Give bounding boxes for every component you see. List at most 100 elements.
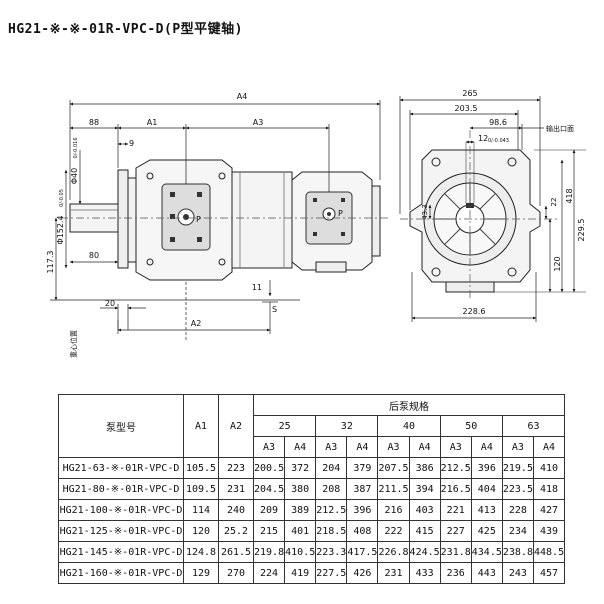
cell-value: 386 xyxy=(408,457,441,479)
header-size: 40 xyxy=(377,415,441,437)
side-view-labels: A4 88 A1 A3 9 Φ40 0/-0.016 Φ152.4 0/-0.0… xyxy=(46,92,343,358)
header-sub: A3 xyxy=(501,436,534,458)
cell-a2: 270 xyxy=(218,562,254,584)
cell-value: 236 xyxy=(439,562,472,584)
header-model: 泵型号 xyxy=(58,394,184,458)
table-size-row: 25 32 40 50 63 xyxy=(59,415,566,437)
cell-value: 226.8 xyxy=(377,541,410,563)
cell-model: HG21-100-※-01R-VPC-D xyxy=(58,499,184,521)
cell-value: 227.5 xyxy=(315,562,348,584)
dim-a2: A2 xyxy=(191,319,202,328)
cell-value: 433 xyxy=(408,562,441,584)
dim-265: 265 xyxy=(462,89,477,98)
dim-228-6: 228.6 xyxy=(463,307,486,316)
cell-value: 394 xyxy=(408,478,441,500)
header-sub: A4 xyxy=(346,436,379,458)
side-view xyxy=(50,100,390,340)
cell-a1: 120 xyxy=(183,520,219,542)
header-size: 50 xyxy=(439,415,503,437)
cell-value: 223.3 xyxy=(315,541,348,563)
cell-value: 425 xyxy=(470,520,503,542)
cell-value: 208 xyxy=(315,478,348,500)
cell-value: 216 xyxy=(377,499,410,521)
dim-418: 418 xyxy=(565,188,574,203)
cell-model: HG21-145-※-01R-VPC-D xyxy=(58,541,184,563)
dim-88: 88 xyxy=(89,118,99,127)
cell-a1: 129 xyxy=(183,562,219,584)
cell-value: 372 xyxy=(284,457,317,479)
cell-value: 215 xyxy=(252,520,286,542)
cell-value: 216.5 xyxy=(439,478,472,500)
cell-value: 448.5 xyxy=(532,541,566,563)
header-size: 32 xyxy=(315,415,379,437)
dim-shaft-dia: Φ40 xyxy=(70,168,79,184)
dim-117: 117.3 xyxy=(46,251,55,274)
cell-model: HG21-80-※-01R-VPC-D xyxy=(58,478,184,500)
cell-value: 211.5 xyxy=(377,478,410,500)
cell-value: 227 xyxy=(439,520,472,542)
header-size: 63 xyxy=(501,415,566,437)
cell-value: 396 xyxy=(470,457,503,479)
cell-value: 417.5 xyxy=(346,541,379,563)
dim-20: 20 xyxy=(105,299,115,308)
cell-model: HG21-160-※-01R-VPC-D xyxy=(58,562,184,584)
cell-value: 415 xyxy=(408,520,441,542)
middle-housing xyxy=(231,171,293,269)
cell-value: 410.5 xyxy=(284,541,317,563)
cell-value: 209 xyxy=(252,499,286,521)
dim-flange-dia-tol: 0/-0.05 xyxy=(59,189,65,207)
spec-table: 泵型号 A1 A2 后泵规格 25 32 40 50 63 A3 A4 A3 A… xyxy=(58,394,566,584)
drawing-title: HG21-※-※-01R-VPC-D(P型平键轴) xyxy=(8,22,243,37)
cell-value: 418 xyxy=(532,478,566,500)
dim-11: 11 xyxy=(252,283,262,292)
cell-value: 404 xyxy=(470,478,503,500)
cell-value: 403 xyxy=(408,499,441,521)
dim-43-3: 43.3 xyxy=(421,204,429,220)
cell-value: 231.8 xyxy=(439,541,472,563)
cell-a2: 261.5 xyxy=(218,541,254,563)
cell-value: 419 xyxy=(284,562,317,584)
header-sub: A3 xyxy=(439,436,472,458)
cell-value: 219.5 xyxy=(501,457,534,479)
cell-value: 228 xyxy=(501,499,534,521)
cell-value: 396 xyxy=(346,499,379,521)
header-sub: A4 xyxy=(284,436,317,458)
cell-value: 222 xyxy=(377,520,410,542)
label-port-p-front: P xyxy=(196,215,201,224)
cell-value: 200.5 xyxy=(252,457,286,479)
cell-model: HG21-63-※-01R-VPC-D xyxy=(58,457,184,479)
header-sub: A3 xyxy=(252,436,286,458)
dim-a1: A1 xyxy=(147,118,158,127)
header-sub: A4 xyxy=(532,436,566,458)
header-size: 25 xyxy=(252,415,317,437)
header-a1: A1 xyxy=(183,394,219,458)
cell-value: 439 xyxy=(532,520,566,542)
dim-229-5: 229.5 xyxy=(577,219,586,242)
cell-a1: 105.5 xyxy=(183,457,219,479)
cell-value: 204.5 xyxy=(252,478,286,500)
cell-a2: 223 xyxy=(218,457,254,479)
cell-value: 424.5 xyxy=(408,541,441,563)
cell-value: 207.5 xyxy=(377,457,410,479)
cell-value: 243 xyxy=(501,562,534,584)
dim-flange-dia: Φ152.4 xyxy=(56,215,65,244)
cell-value: 408 xyxy=(346,520,379,542)
dim-s: S xyxy=(272,305,277,314)
header-sub: A4 xyxy=(408,436,441,458)
technical-drawing: A4 88 A1 A3 9 Φ40 0/-0.016 Φ152.4 0/-0.0… xyxy=(46,89,586,358)
dim-80: 80 xyxy=(89,251,99,260)
cell-model: HG21-125-※-01R-VPC-D xyxy=(58,520,184,542)
cell-a1: 124.8 xyxy=(183,541,219,563)
dim-98-6: 98.6 xyxy=(489,118,507,127)
outlet-face-label: 输出口面 xyxy=(546,124,574,133)
cell-value: 443 xyxy=(470,562,503,584)
cell-value: 427 xyxy=(532,499,566,521)
dim-a4: A4 xyxy=(237,92,248,101)
cell-value: 380 xyxy=(284,478,317,500)
